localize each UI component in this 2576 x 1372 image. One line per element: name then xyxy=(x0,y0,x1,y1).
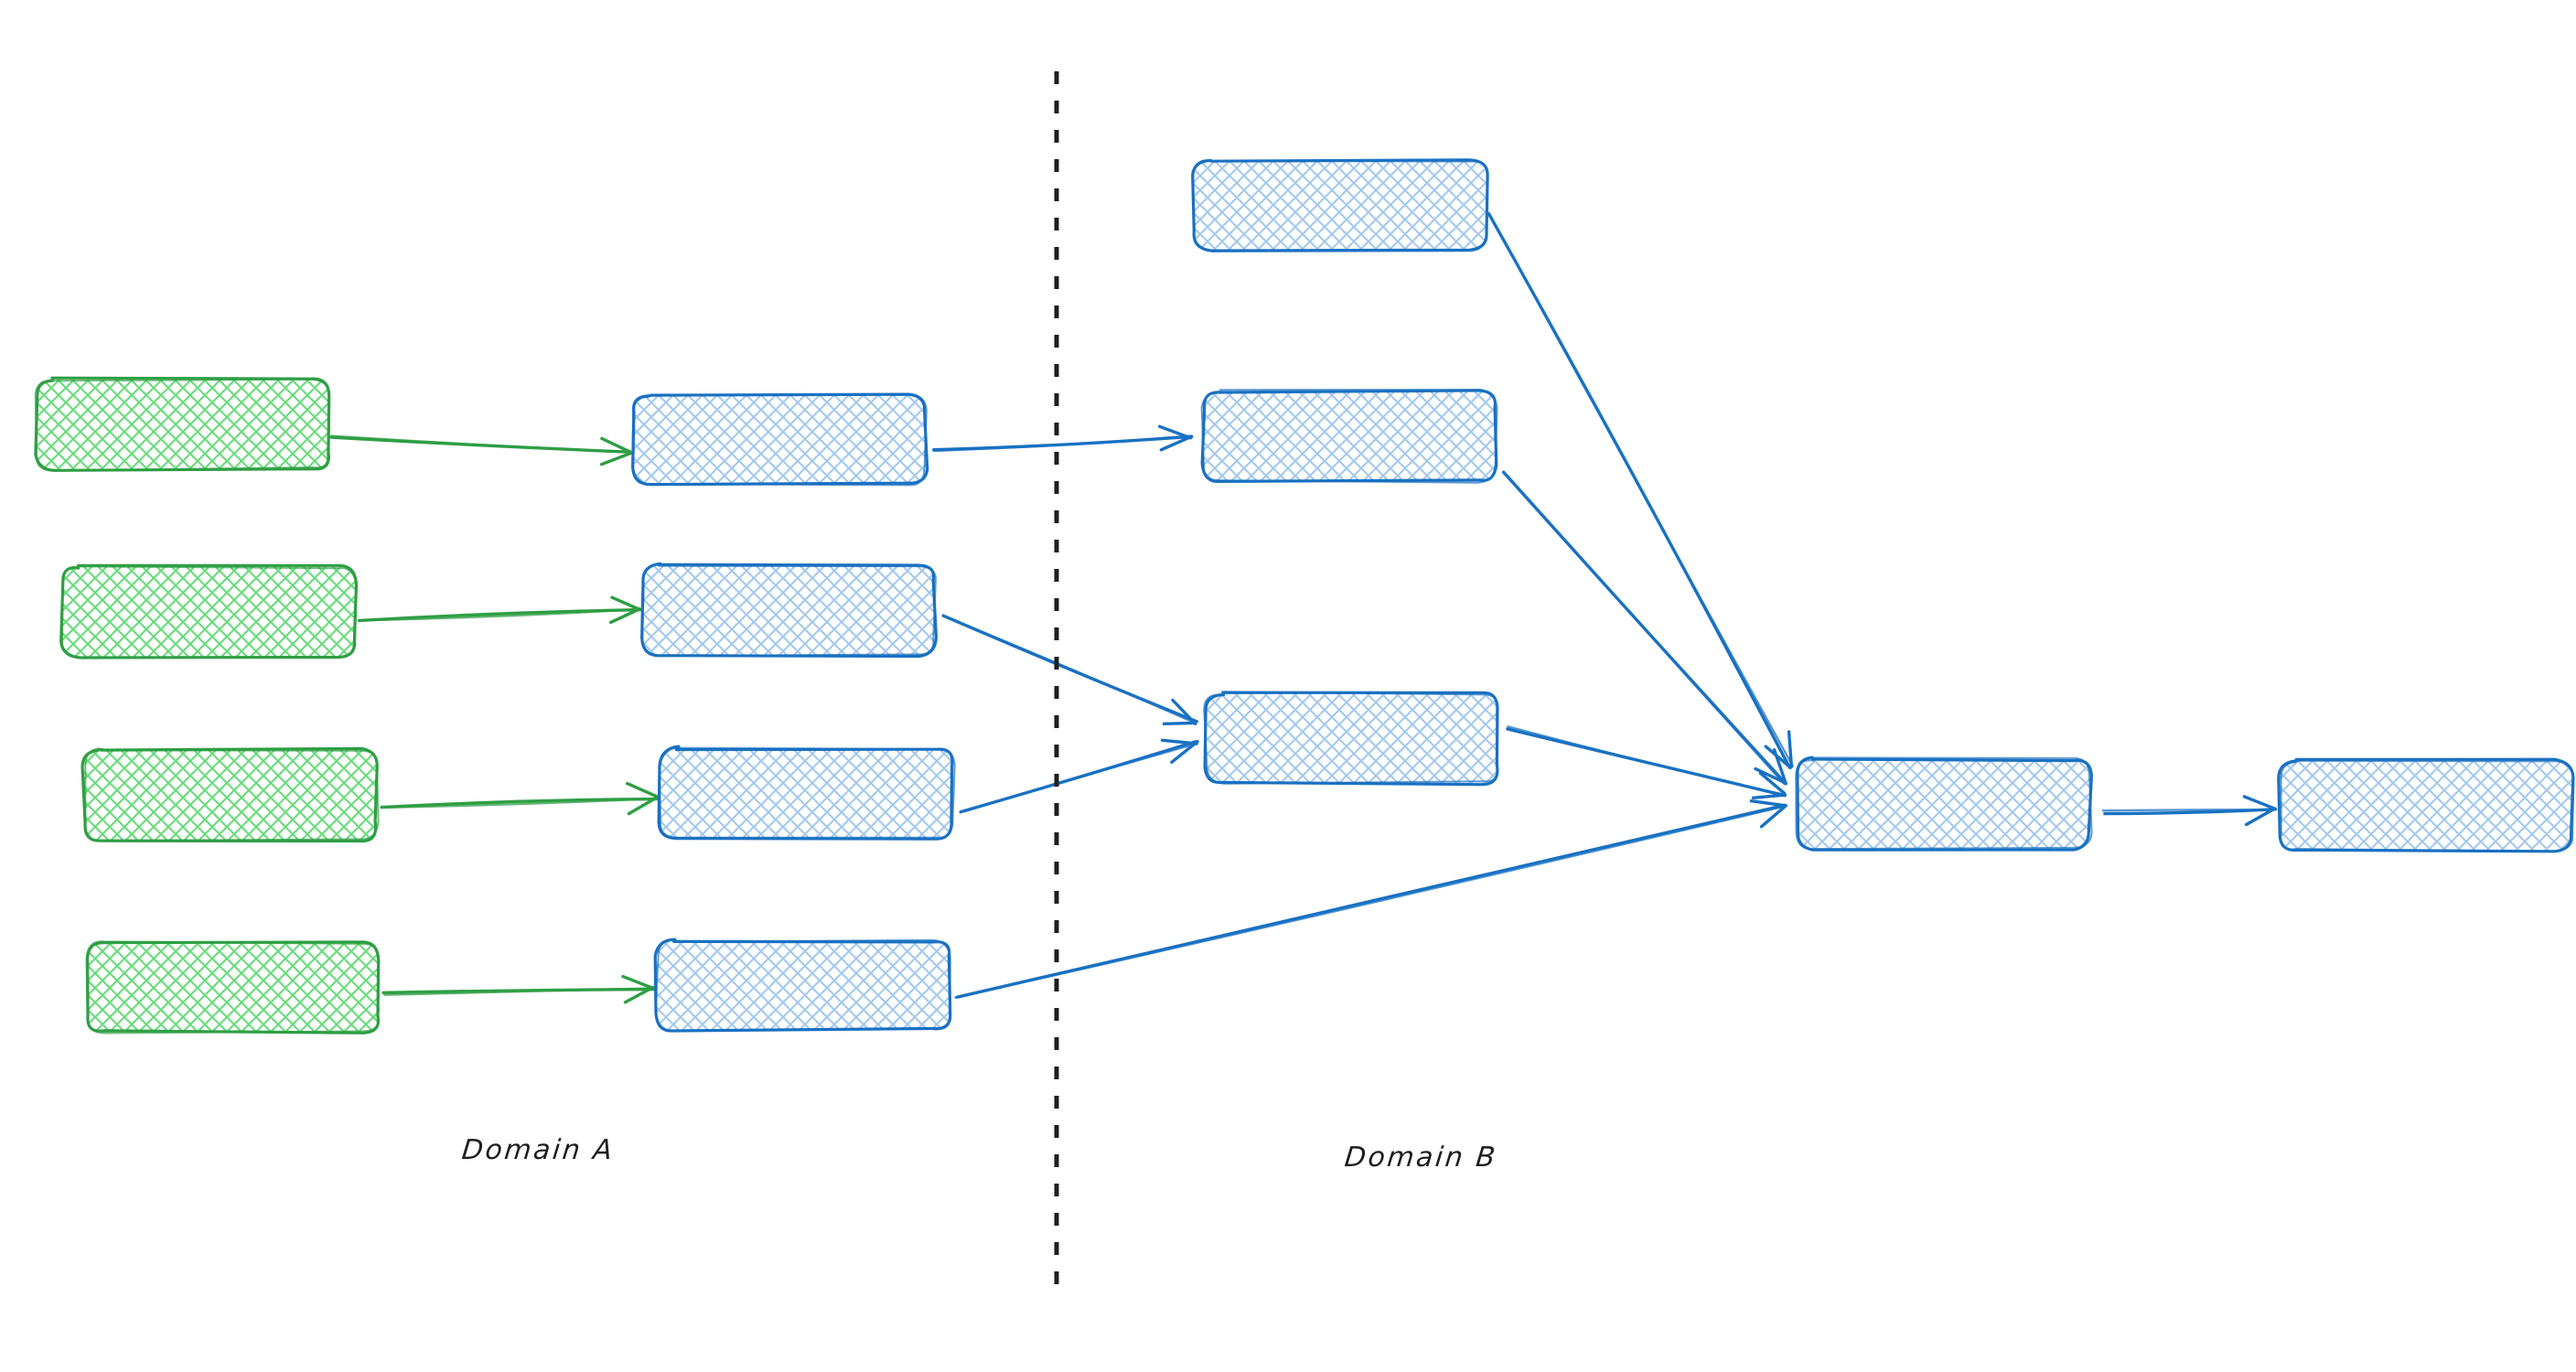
arrow-head xyxy=(600,436,634,455)
arrow-head xyxy=(2242,795,2277,810)
node-b2[interactable] xyxy=(640,562,938,659)
edge-e11[interactable] xyxy=(1506,725,1787,799)
node-outline xyxy=(34,378,331,472)
arrow-head xyxy=(1772,748,1787,786)
node-fill xyxy=(633,395,926,485)
edge-shaft xyxy=(962,742,1198,813)
edge-shaft xyxy=(330,434,634,454)
edge-e5[interactable] xyxy=(932,424,1194,453)
edge-shaft xyxy=(1502,471,1786,786)
edge-e3[interactable] xyxy=(380,781,660,816)
node-outline xyxy=(84,747,380,842)
arrow-head xyxy=(2244,808,2275,827)
node-fill xyxy=(84,750,377,840)
edge-layer xyxy=(329,211,2278,1004)
edge-e9[interactable] xyxy=(1487,211,1794,769)
edge-shaft xyxy=(383,987,655,996)
node-outline xyxy=(654,938,951,1033)
arrow-head xyxy=(1159,435,1192,452)
arrow-head xyxy=(1171,698,1197,725)
edge-shaft xyxy=(357,607,642,622)
node-d1[interactable] xyxy=(1795,756,2093,852)
arrow-head xyxy=(621,974,654,990)
node-outline xyxy=(1200,389,1498,484)
node-b4[interactable] xyxy=(653,938,952,1033)
node-outline xyxy=(85,940,380,1034)
node-fill xyxy=(62,567,355,657)
edge-shaft xyxy=(2101,809,2276,812)
arrow-head xyxy=(1751,793,1787,799)
arrow-head xyxy=(609,607,641,625)
node-fill xyxy=(1194,160,1487,250)
node-fill xyxy=(657,940,950,1030)
node-outline xyxy=(1795,756,2093,851)
node-g4[interactable] xyxy=(85,940,381,1034)
edge-e10[interactable] xyxy=(1502,470,1787,786)
node-fill xyxy=(1798,759,2090,849)
node-fill xyxy=(1203,391,1496,481)
arrow-head xyxy=(1162,721,1197,725)
edge-e6[interactable] xyxy=(941,614,1198,725)
node-g2[interactable] xyxy=(59,563,359,659)
node-outline xyxy=(658,746,956,839)
node-outline xyxy=(631,392,928,487)
arrow-head xyxy=(1754,766,1787,785)
edge-e12[interactable] xyxy=(2101,795,2278,827)
node-fill xyxy=(87,942,380,1032)
node-fill xyxy=(37,380,329,469)
node-b1[interactable] xyxy=(631,392,929,487)
node-outline xyxy=(1203,691,1499,785)
node-outline xyxy=(641,563,937,658)
arrow-head xyxy=(623,985,655,1004)
arrow-head xyxy=(1759,804,1787,829)
arrow-head xyxy=(626,781,659,799)
node-g3[interactable] xyxy=(80,746,380,843)
arrow-head xyxy=(1170,740,1199,764)
arrow-head xyxy=(1158,424,1193,440)
edge-shaft xyxy=(954,805,1787,999)
node-b3[interactable] xyxy=(657,745,956,841)
node-outline xyxy=(1192,159,1488,252)
node-g1[interactable] xyxy=(34,376,331,472)
domain-b-label: Domain B xyxy=(1343,1142,1499,1174)
edge-e8[interactable] xyxy=(954,799,1787,999)
arrow-head xyxy=(1160,738,1198,745)
edge-shaft xyxy=(1487,212,1794,767)
edge-e2[interactable] xyxy=(357,595,642,625)
arrow-head xyxy=(599,451,633,466)
node-fill xyxy=(660,748,953,838)
arrow-head xyxy=(1787,730,1794,768)
edge-shaft xyxy=(932,435,1194,453)
domain-a-label: Domain A xyxy=(460,1134,617,1166)
node-c2[interactable] xyxy=(1200,389,1498,484)
arrow-head xyxy=(1749,799,1787,808)
node-fill xyxy=(2280,761,2572,851)
node-d2[interactable] xyxy=(2277,757,2575,853)
node-fill xyxy=(642,565,935,655)
node-layer xyxy=(34,158,2575,1034)
node-c3[interactable] xyxy=(1203,691,1499,787)
edge-shaft xyxy=(932,434,1194,452)
edge-e4[interactable] xyxy=(381,974,657,1004)
node-outline xyxy=(2280,759,2575,852)
arrow-head xyxy=(610,595,642,612)
node-outline xyxy=(60,565,358,659)
edge-shaft xyxy=(943,615,1197,724)
arrow-head xyxy=(1758,771,1787,795)
edge-shaft xyxy=(381,797,657,809)
arrow-head xyxy=(627,795,660,816)
node-c1[interactable] xyxy=(1191,158,1489,252)
edge-shaft xyxy=(1507,725,1787,797)
node-fill xyxy=(1206,693,1498,783)
edge-e7[interactable] xyxy=(959,738,1199,814)
edge-e1[interactable] xyxy=(329,434,634,466)
